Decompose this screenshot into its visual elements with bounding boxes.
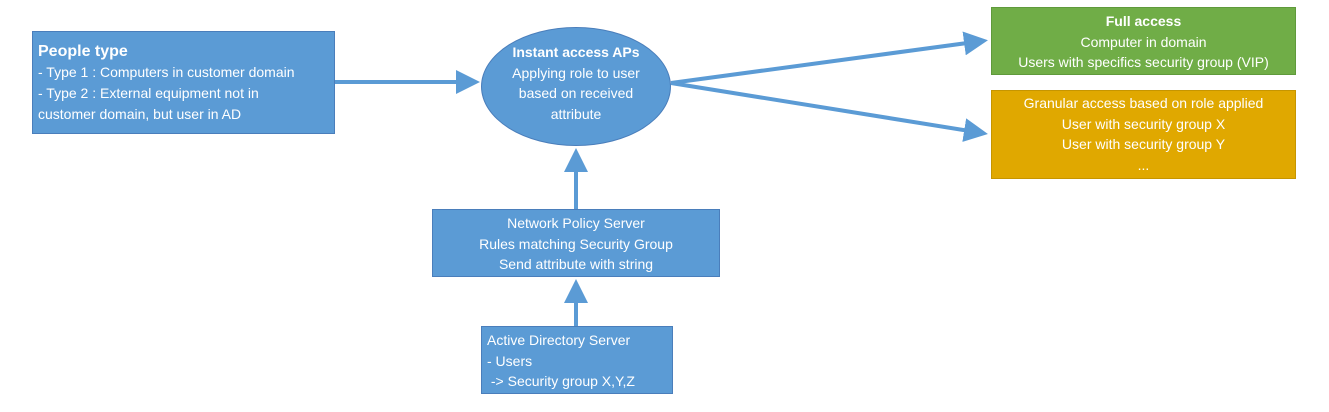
instant-access-title: Instant access APs xyxy=(512,44,640,60)
people-type-box: People type - Type 1 : Computers in cust… xyxy=(32,31,335,134)
nps-line: Send attribute with string xyxy=(498,256,654,272)
nps-line: Network Policy Server xyxy=(507,215,645,231)
full-access-line: Computer in domain xyxy=(1080,33,1207,50)
people-type-line: customer domain, but user in AD xyxy=(38,106,242,122)
full-access-title: Full access xyxy=(1105,13,1182,29)
granular-access-line: User with security group Y xyxy=(1061,136,1226,152)
granular-access-line: ... xyxy=(1137,156,1150,173)
instant-access-aps-node: Instant access APs Applying role to user… xyxy=(481,27,671,146)
nps-line: Rules matching Security Group xyxy=(479,235,673,252)
network-policy-server-box: Network Policy Server Rules matching Sec… xyxy=(432,209,720,277)
instant-access-line: based on received xyxy=(518,85,634,101)
full-access-box: Full access Computer in domain Users wit… xyxy=(991,7,1296,75)
ad-line: Active Directory Server xyxy=(487,332,631,348)
full-access-line: Users with specifics security group (VIP… xyxy=(1018,54,1269,70)
people-type-line: - Type 1 : Computers in customer domain xyxy=(38,64,295,80)
granular-access-box: Granular access based on role applied Us… xyxy=(991,90,1296,179)
instant-access-line: Applying role to user xyxy=(512,64,640,81)
people-type-title: People type xyxy=(38,43,128,60)
arrow-aps-to-granular-access xyxy=(670,81,988,142)
granular-access-line: Granular access based on role applied xyxy=(1023,95,1264,111)
active-directory-server-box: Active Directory Server - Users -> Secur… xyxy=(481,326,673,394)
arrow-aps-to-full-access xyxy=(670,31,988,85)
granular-access-line: User with security group X xyxy=(1061,115,1226,132)
instant-access-line: attribute xyxy=(550,105,602,122)
ad-line: - Users xyxy=(487,352,533,369)
ad-line: -> Security group X,Y,Z xyxy=(487,373,635,389)
people-type-line: - Type 2 : External equipment not in xyxy=(38,85,259,101)
